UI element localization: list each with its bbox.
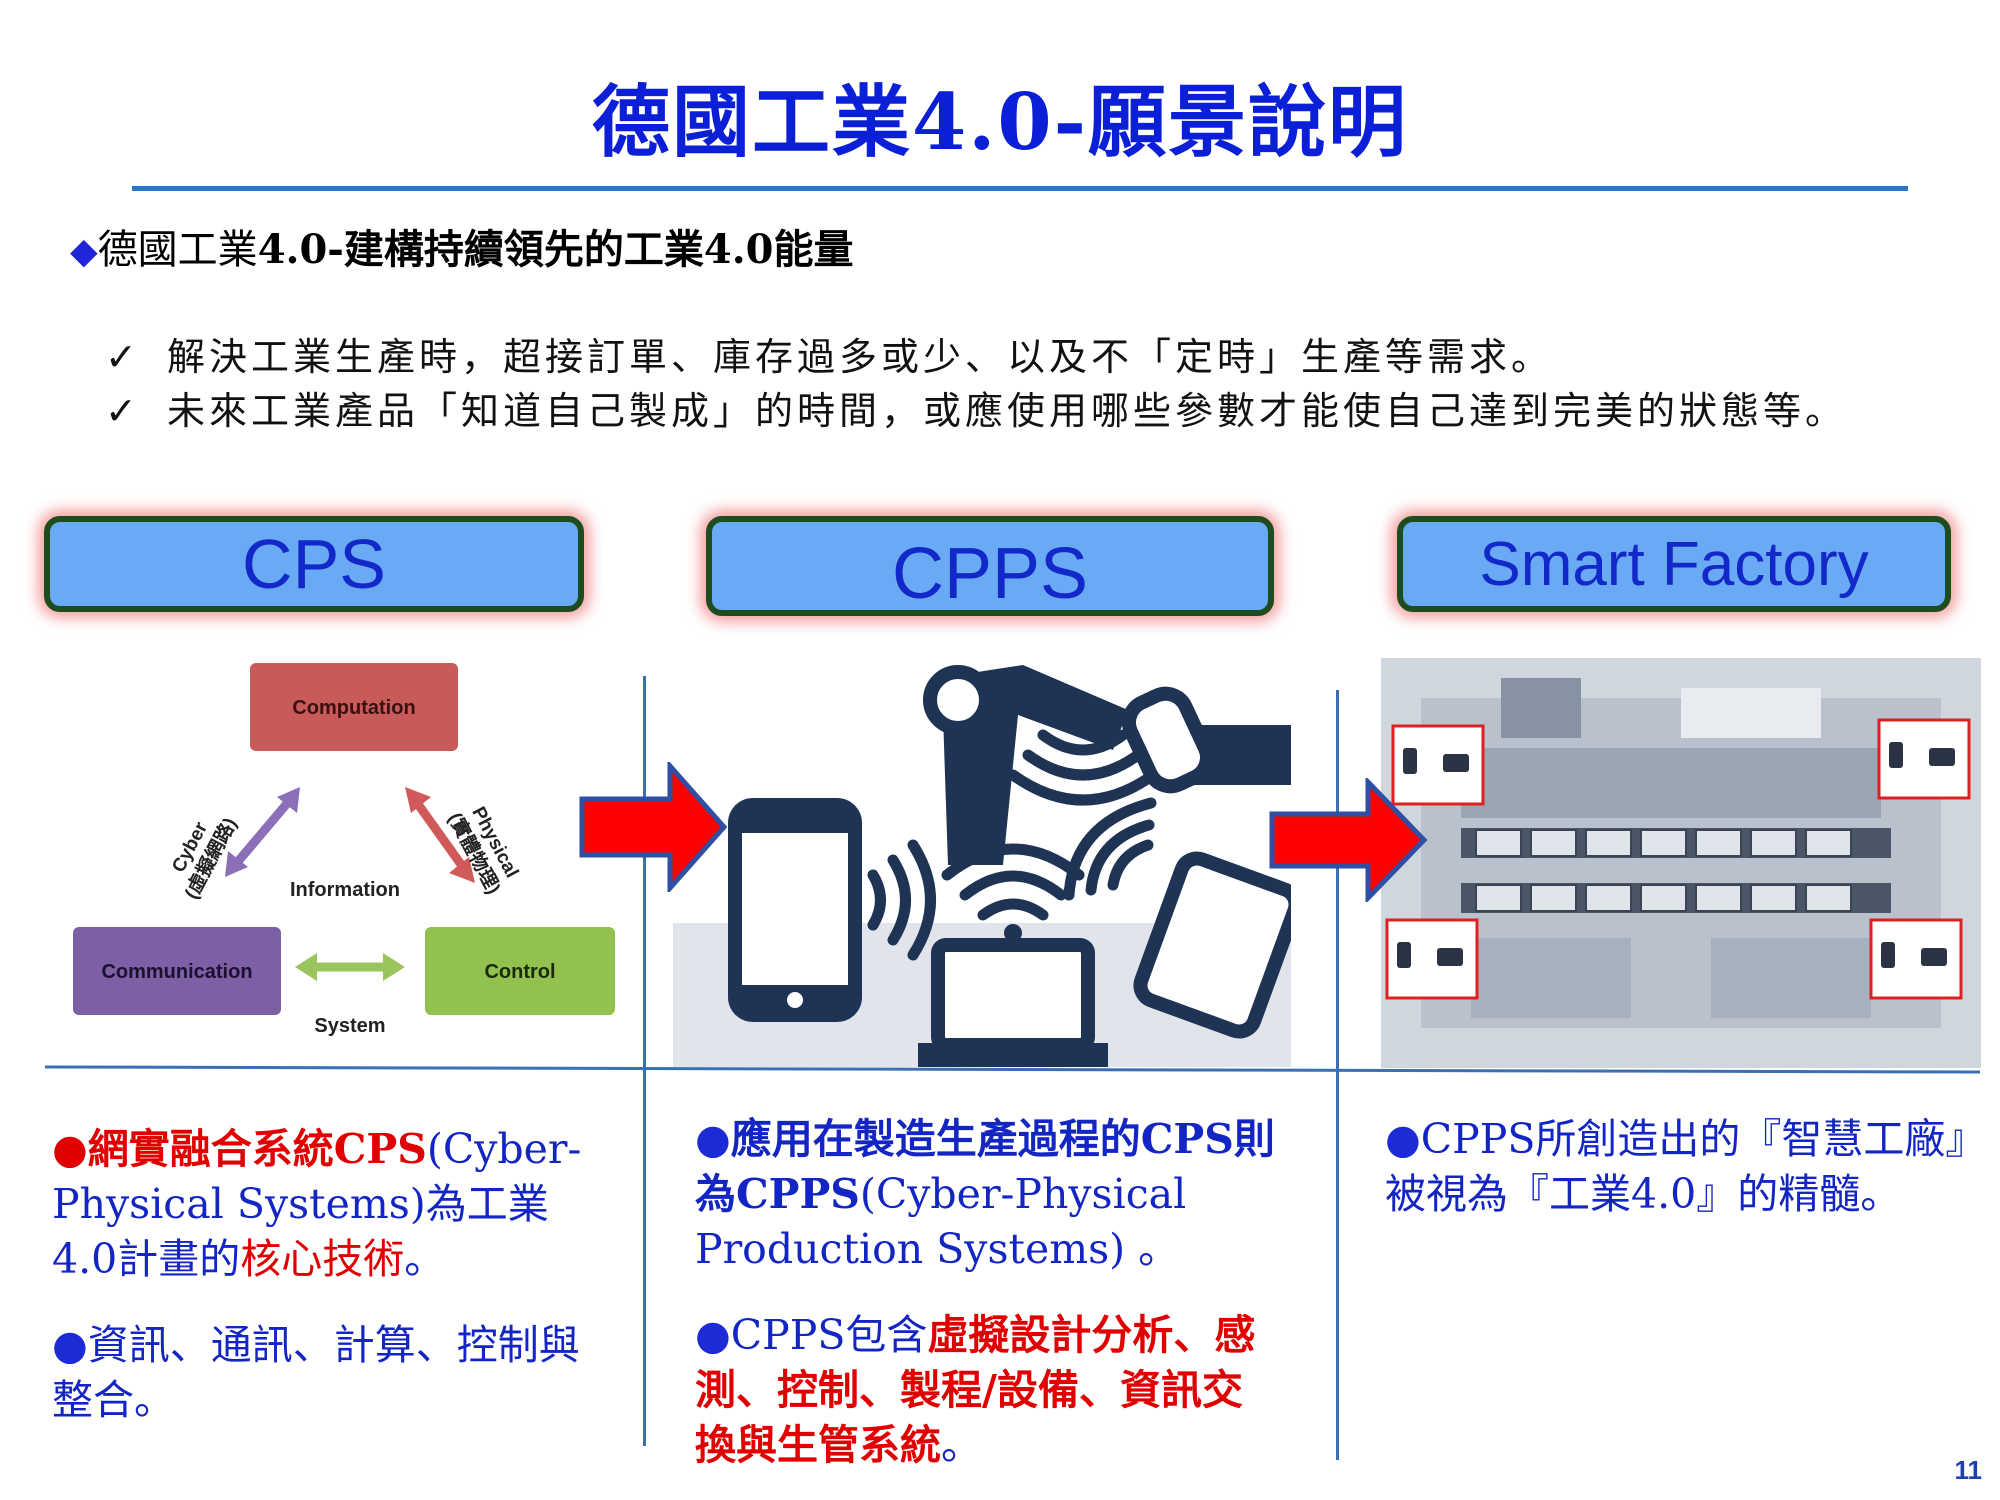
right-arrow-icon (579, 762, 728, 892)
wifi-signal-icon (1063, 797, 1157, 901)
bullet-icon: ● (52, 1125, 88, 1173)
cpps-definition: ●應用在製造生產過程的CPS則為CPPS(Cyber-Physical Prod… (695, 1112, 1275, 1277)
system-arrow-icon (295, 953, 405, 981)
system-label: System (314, 1015, 385, 1037)
cps-integration-note: ●資訊、通訊、計算、控制與整合。 (52, 1318, 612, 1428)
cyber-arrow-icon (225, 787, 300, 877)
cpps-components-end: 。 (941, 1421, 982, 1469)
wifi-signal-icon (867, 839, 936, 961)
check-item-text: 未來工業產品「知道自己製成」的時間，或應使用哪些參數才能使自己達到完美的狀態等。 (167, 389, 1848, 433)
cps-integration-text: 資訊、通訊、計算、控制與整合。 (52, 1321, 580, 1424)
tablet-icon (1133, 851, 1291, 1039)
checkmark-icon: ✓ (105, 389, 137, 433)
communication-box (73, 927, 281, 1015)
right-arrow-icon (1269, 778, 1428, 902)
page-title: 德國工業4.0-願景說明 (591, 77, 1409, 168)
column-divider (643, 676, 646, 1446)
cpps-definition-text: (Cyber-Physical Production Systems) 。 (695, 1170, 1187, 1273)
wifi-signal-icon (941, 843, 1085, 921)
information-label: Information (290, 879, 400, 901)
bullet-icon: ● (695, 1115, 731, 1163)
smartphone-icon (728, 798, 862, 1022)
wifi-signal-icon (1007, 729, 1159, 806)
stage-smart-factory-label: Smart Factory (1397, 516, 1951, 612)
bullet-icon: ● (1385, 1115, 1421, 1163)
cpps-illustration (673, 655, 1291, 1067)
core-tech-term: 核心技術 (240, 1235, 405, 1283)
headline: ◆德國工業4.0-建構持續領先的工業4.0能量 (70, 222, 853, 280)
cps-description-end: 。 (404, 1235, 446, 1283)
cps-description-text: (Cyber-Physical Systems)為工業4.0計畫的 (52, 1125, 582, 1283)
column-divider (1336, 690, 1339, 1460)
headline-part-b: 4.0-建構持續領先的工業4.0能量 (257, 226, 854, 273)
cpps-components: ●CPPS包含虛擬設計分析、感測、控制、製程/設備、資訊交換與生管系統。 (695, 1308, 1275, 1473)
laptop-icon (918, 938, 1108, 1067)
stage-cps-label: CPS (44, 516, 584, 612)
page-number: 11 (1954, 1455, 1983, 1485)
title-underline (132, 186, 1908, 191)
check-item: ✓ 未來工業產品「知道自己製成」的時間，或應使用哪些參數才能使自己達到完美的狀態等… (105, 384, 1847, 438)
bullet-icon: ● (695, 1311, 731, 1359)
robot-arm-icon (923, 665, 1291, 865)
stage-cpps-label: CPPS (706, 516, 1274, 616)
control-box (425, 927, 615, 1015)
control-label: Control (484, 961, 555, 983)
computation-box (250, 663, 458, 751)
communication-label: Communication (101, 961, 252, 983)
cpps-definition-bold: 應用在製造生產過程的CPS則為CPPS (695, 1115, 1275, 1218)
check-item: ✓ 解決工業生產時，超接訂單、庫存過多或少、以及不「定時」生產等需求。 (105, 330, 1553, 384)
diamond-bullet-icon: ◆ (70, 231, 98, 272)
cps-diagram: Computation Communication Control Inform… (55, 655, 615, 1060)
cpps-components-list: 虛擬設計分析、感測、控制、製程/設備、資訊交換與生管系統 (695, 1311, 1256, 1469)
smart-factory-illustration (1381, 658, 1981, 1068)
cpps-components-text: CPPS包含 (730, 1311, 928, 1359)
bullet-icon: ● (52, 1321, 88, 1369)
cps-description: ●網實融合系統CPS(Cyber-Physical Systems)為工業4.0… (52, 1122, 612, 1287)
smart-factory-description: ●CPPS所創造出的『智慧工廠』被視為『工業4.0』的精髓。 (1385, 1112, 1985, 1222)
smart-factory-text: CPPS所創造出的『智慧工廠』被視為『工業4.0』的精髓。 (1385, 1115, 1966, 1218)
checkmark-icon: ✓ (105, 335, 137, 379)
computation-label: Computation (292, 697, 415, 719)
physical-arrow-icon (405, 787, 475, 883)
cps-term: 網實融合系統CPS (87, 1125, 427, 1173)
headline-part-a: 德國工業 (97, 227, 258, 273)
check-item-text: 解決工業生產時，超接訂單、庫存過多或少、以及不「定時」生產等需求。 (167, 335, 1554, 379)
